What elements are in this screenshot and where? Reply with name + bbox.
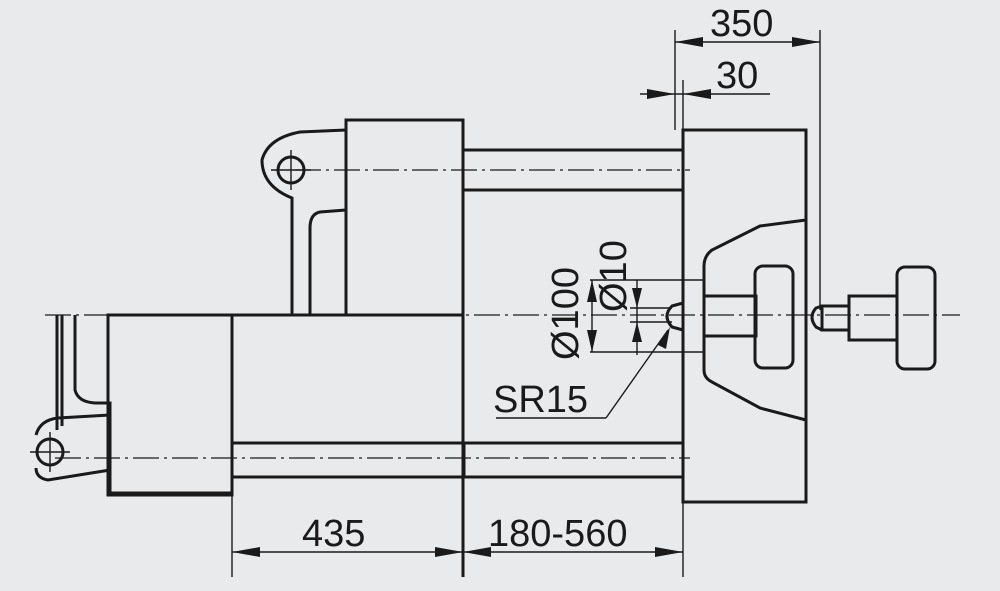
dimension-diameter-10-label: Ø10 [593,240,635,312]
dimension-diameter-100: Ø100 [545,267,704,360]
center-lines [45,169,960,459]
fixed-platen [681,128,808,504]
sphere-radius-label: SR15 [493,379,588,421]
front-pivot [260,128,347,315]
dimension-180-560-label: 180-560 [488,513,627,555]
sphere-radius-callout: SR15 [493,327,670,421]
dimension-30-label: 30 [716,55,758,97]
rear-pivot [30,413,111,482]
dimension-180-560: 180-560 [463,502,684,577]
dimension-350-label: 350 [710,3,773,45]
dimension-435-label: 435 [302,513,365,555]
nozzle [665,264,795,370]
dimension-diameter-100-label: Ø100 [545,267,587,360]
dimension-350: 350 [674,3,821,310]
dimension-30: 30 [640,55,770,130]
ejector [810,265,937,371]
rear-bracket [55,315,234,495]
cylinder-housing [106,313,466,497]
dimension-diameter-10: Ø10 [593,240,672,355]
dimension-435: 435 [231,495,463,577]
